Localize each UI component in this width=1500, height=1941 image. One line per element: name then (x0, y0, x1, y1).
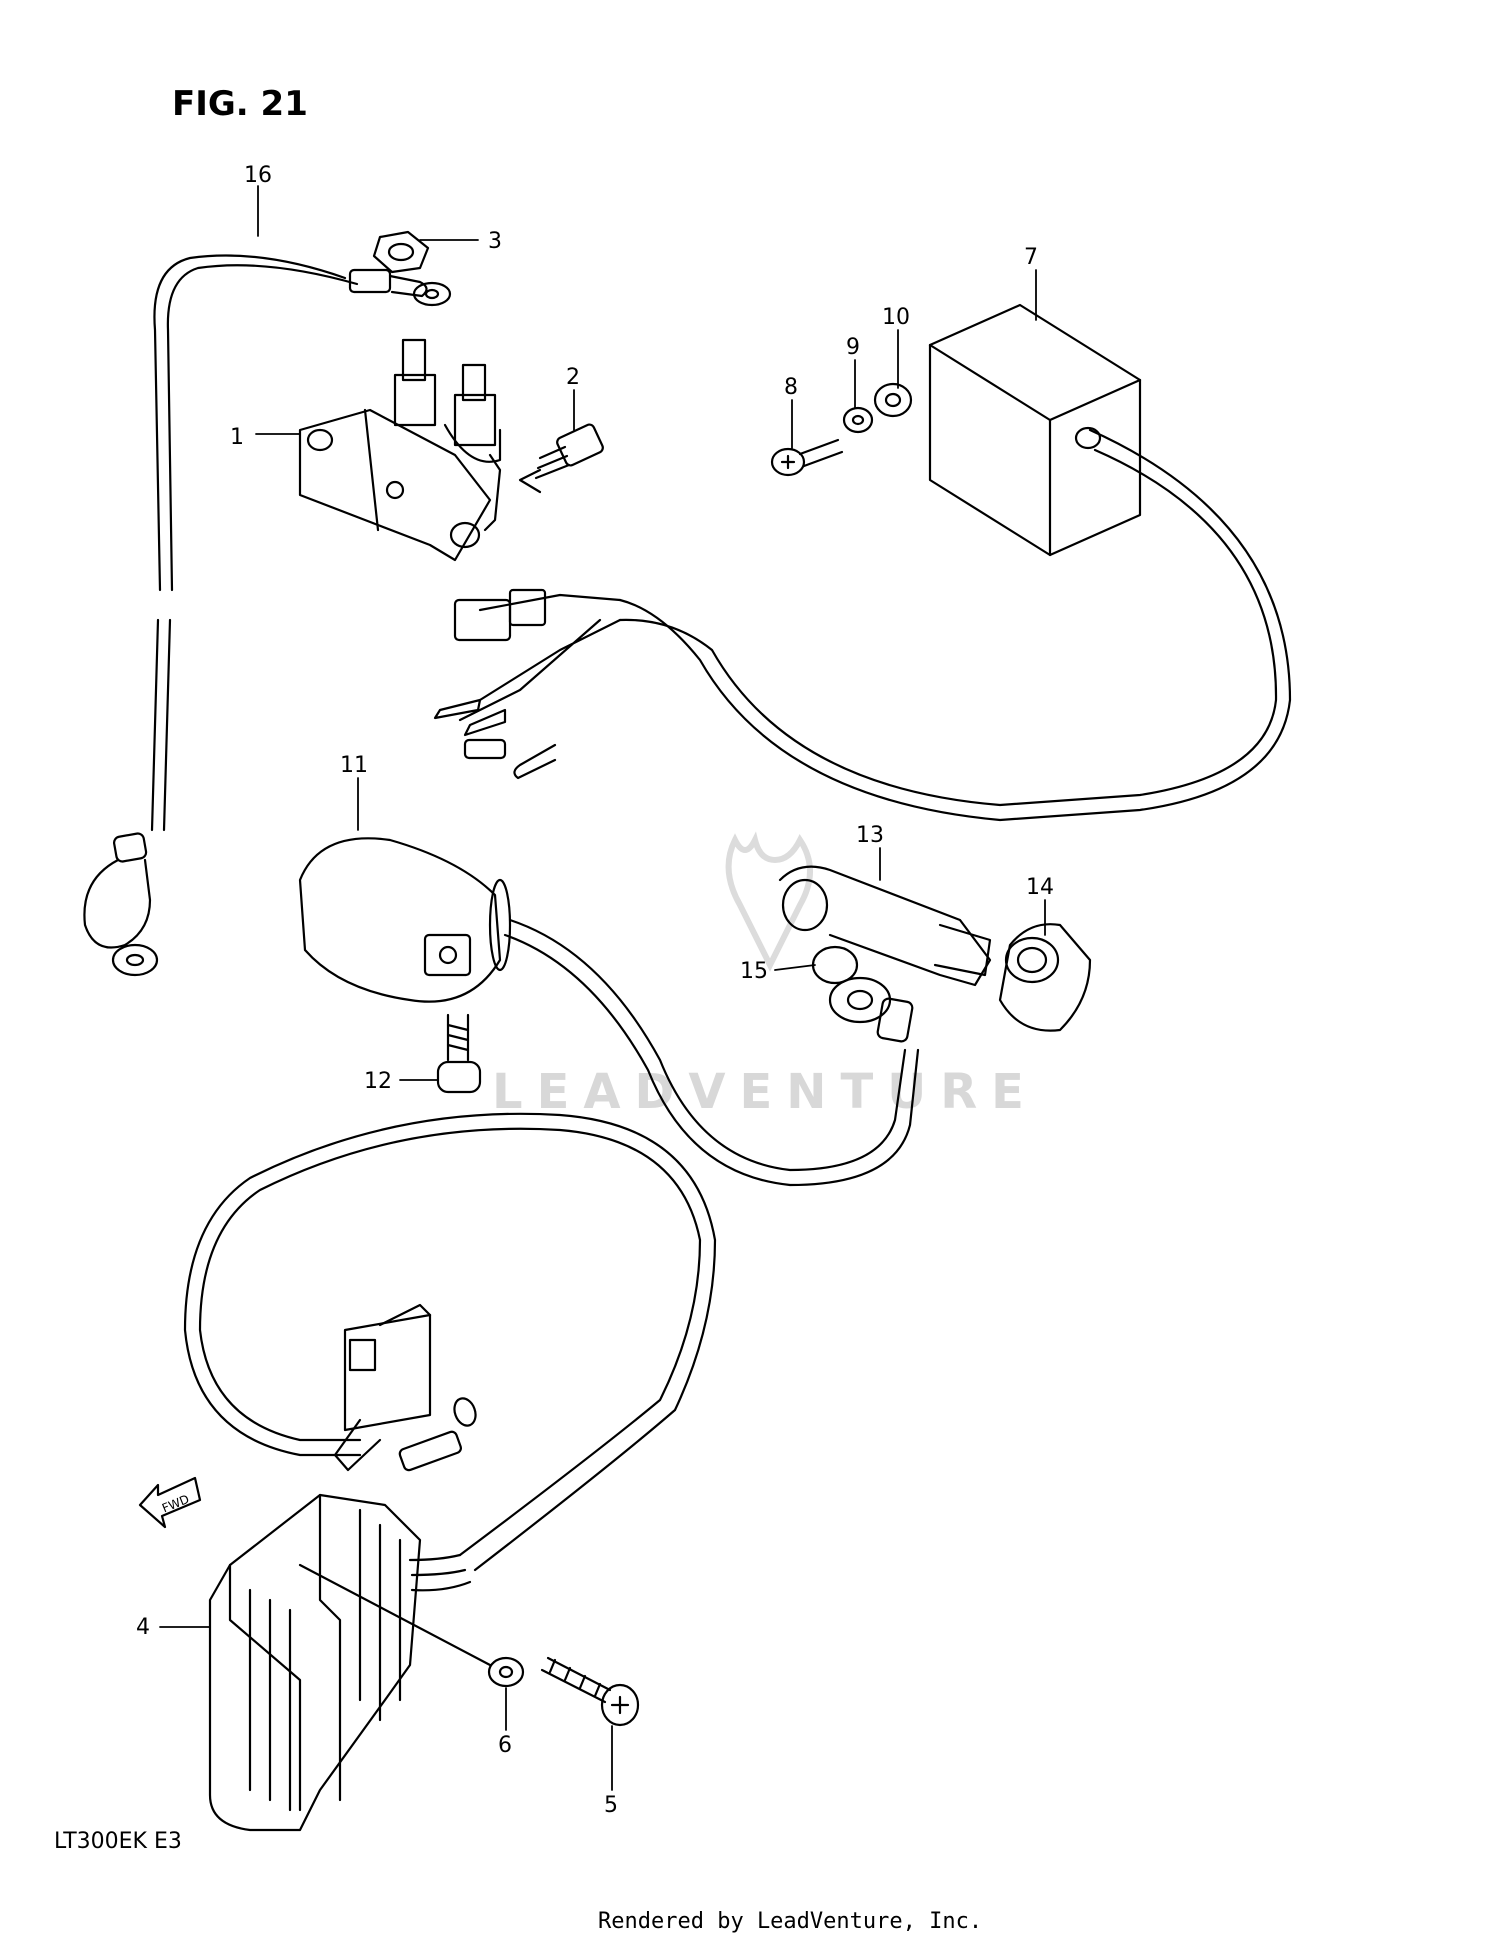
bolt-part-12 (436, 1013, 482, 1094)
callout-3: 3 (488, 229, 502, 254)
callout-10: 10 (882, 305, 910, 330)
callout-16: 16 (244, 163, 272, 188)
fwd-arrow-icon: FWD (138, 1476, 202, 1529)
washer-part-9 (842, 406, 874, 434)
rendered-by-footer: Rendered by LeadVenture, Inc. (598, 1909, 982, 1934)
callout-4: 4 (136, 1615, 150, 1640)
control-box-harness (433, 428, 1292, 822)
ignition-coil-part (298, 837, 920, 1187)
grommet-part (998, 923, 1092, 1032)
callout-14: 14 (1026, 875, 1054, 900)
callout-2: 2 (566, 365, 580, 390)
callout-13: 13 (856, 823, 884, 848)
callout-5: 5 (604, 1793, 618, 1818)
washer-part-10 (873, 382, 913, 418)
callout-8: 8 (784, 375, 798, 400)
battery-cable-part (83, 254, 452, 977)
callout-11: 11 (340, 753, 368, 778)
plug-cap-part (778, 865, 992, 987)
starter-relay-part (298, 338, 502, 562)
regulator-harness (183, 1112, 717, 1572)
screw-part-8 (770, 438, 844, 477)
callout-6: 6 (498, 1733, 512, 1758)
figure-title: FIG. 21 (172, 84, 308, 124)
regulator-rectifier-part (208, 1493, 492, 1832)
model-designation: LT300EK E3 (54, 1829, 182, 1854)
control-box-part (928, 303, 1142, 557)
leader-lines (159, 185, 1046, 1791)
callout-1: 1 (230, 425, 244, 450)
watermark-text: LEADVENTURE (492, 1064, 1038, 1120)
callout-12: 12 (364, 1069, 392, 1094)
callout-7: 7 (1024, 245, 1038, 270)
bolt-part-5 (540, 1656, 640, 1727)
cap-seal-part (811, 945, 892, 1024)
callout-labels: 16 3 1 2 7 10 9 8 11 12 13 14 15 4 6 5 (136, 163, 1054, 1818)
watermark-logo-icon (725, 831, 813, 972)
washer-part-6 (487, 1656, 525, 1688)
nut-part (372, 230, 430, 274)
callout-15: 15 (740, 959, 768, 984)
callout-9: 9 (846, 335, 860, 360)
watermark: LEADVENTURE (492, 831, 1038, 1120)
bolt-part-2 (518, 423, 604, 494)
